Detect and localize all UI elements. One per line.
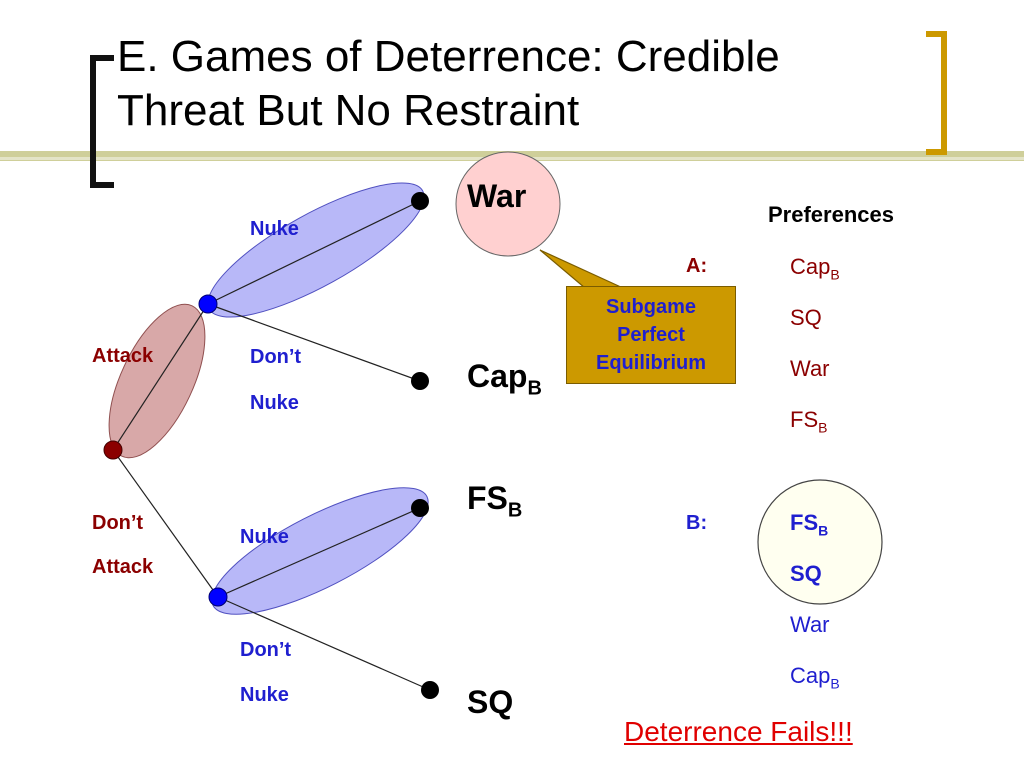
callout-pointer (539, 249, 624, 289)
callout-line-2: Perfect (617, 324, 685, 346)
terminal-node-cap (411, 372, 429, 390)
outcome-sq: SQ (467, 684, 514, 720)
attack-label: Attack (92, 345, 154, 367)
upper-nuke-label: Nuke (250, 218, 299, 240)
terminal-node-sq (421, 681, 439, 699)
pref-a-item-3: War (790, 356, 830, 381)
outcome-cap-b: CapB (467, 358, 542, 400)
upper-dont-nuke-label-line-1: Don’t (250, 346, 302, 368)
page-title: E. Games of Deterrence: Credible Threat … (117, 30, 780, 138)
subgame-perfect-equilibrium-callout: Subgame Perfect Equilibrium (566, 286, 736, 384)
pref-a-item-1: CapB (790, 254, 840, 283)
player-b-label: B: (686, 512, 708, 534)
branch-upper-dont-nuke (207, 303, 421, 382)
conclusion-deterrence-fails: Deterrence Fails!!! (624, 716, 853, 747)
callout-line-1: Subgame (605, 296, 697, 318)
title-right-bracket (926, 31, 947, 155)
lower-dont-nuke-label-line-1: Don’t (240, 639, 292, 661)
outcome-fs-b: FSB (467, 480, 523, 522)
pref-a-item-2: SQ (790, 305, 822, 330)
lower-decision-node (208, 587, 228, 607)
branch-upper-nuke (207, 200, 421, 305)
branch-attack (112, 303, 209, 451)
branch-lower-nuke (217, 507, 421, 598)
pref-a-item-4: FSB (790, 407, 828, 436)
root-node (103, 440, 123, 460)
player-a-label: A: (686, 255, 708, 277)
dont-attack-label-line-1: Don’t (92, 512, 144, 534)
pref-b-item-4: CapB (790, 663, 840, 692)
pref-b-item-3: War (790, 612, 830, 637)
pref-b-item-1: FSB (790, 510, 829, 539)
outcome-war: War (467, 178, 527, 214)
branch-dont-attack (112, 449, 219, 598)
terminal-node-fs (411, 499, 429, 517)
lower-nuke-label: Nuke (240, 526, 289, 548)
page-title-line-1: E. Games of Deterrence: Credible (117, 32, 780, 81)
callout-line-3: Equilibrium (596, 352, 706, 374)
upper-dont-nuke-label-line-2: Nuke (250, 392, 299, 414)
war-highlight-circle (455, 151, 561, 257)
upper-decision-node (198, 294, 218, 314)
terminal-node-war (411, 192, 429, 210)
preferences-heading: Preferences (768, 202, 894, 227)
title-left-bracket (90, 55, 114, 188)
dont-attack-label-line-2: Attack (92, 556, 154, 578)
branch-lower-dont-nuke (217, 596, 431, 691)
lower-info-set-oval (211, 487, 429, 615)
pref-b-item-2: SQ (790, 561, 822, 586)
upper-info-set-oval (207, 182, 425, 318)
page-title-line-2: Threat But No Restraint (117, 86, 580, 135)
b-preference-circle (757, 479, 883, 605)
lower-dont-nuke-label-line-2: Nuke (240, 684, 289, 706)
